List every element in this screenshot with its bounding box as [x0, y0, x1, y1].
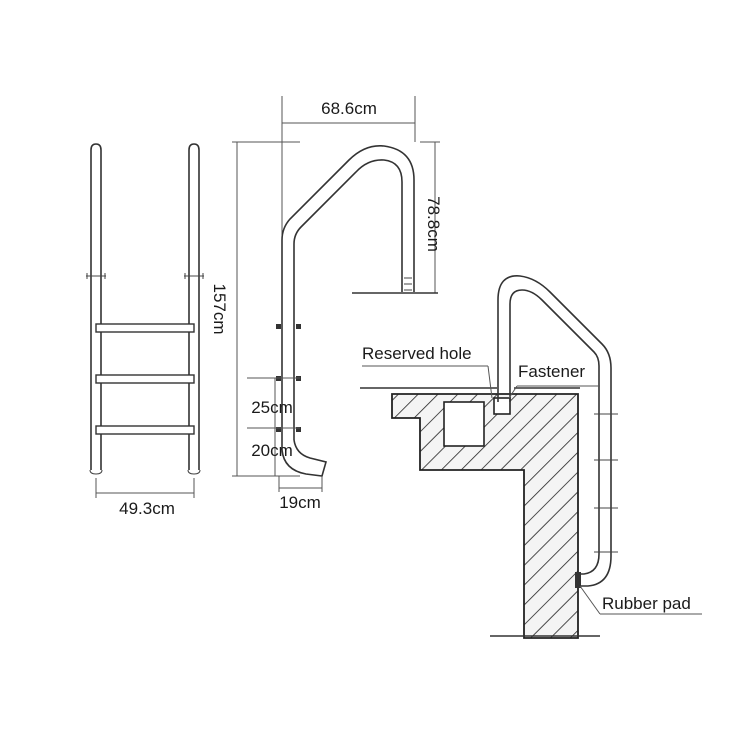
rubber-pad: [575, 572, 581, 588]
front-step-2: [95, 374, 195, 384]
front-left-rail: [90, 143, 102, 470]
fastener-label: Fastener: [518, 362, 585, 381]
total-height-label: 157cm: [210, 283, 229, 334]
bottom-spacing-label: 20cm: [251, 441, 293, 460]
step-spacing-label: 25cm: [251, 398, 293, 417]
ladder-width-label: 49.3cm: [119, 499, 175, 518]
side-view: 157cm 68.6cm 78.8cm: [210, 96, 443, 512]
pool-wall-section: [391, 393, 579, 639]
front-view: 49.3cm: [86, 143, 204, 518]
installed-handrail: [497, 275, 612, 587]
reserved-hole: [443, 401, 485, 447]
front-step-1: [95, 323, 195, 333]
ladder-width-dimension: [95, 478, 195, 498]
reserved-hole-label: Reserved hole: [362, 344, 472, 363]
rubber-pad-label: Rubber pad: [602, 594, 691, 613]
front-right-rail: [188, 143, 200, 470]
top-width-label: 68.6cm: [321, 99, 377, 118]
installation-section: Reserved hole Fastener Rubber pad: [360, 275, 702, 639]
top-width-dimension: [281, 96, 416, 260]
front-step-3: [95, 425, 195, 435]
side-handrail: [281, 144, 415, 450]
rail-height-label: 78.8cm: [424, 196, 443, 252]
foot-offset-label: 19cm: [279, 493, 321, 512]
fastener: [493, 397, 511, 415]
